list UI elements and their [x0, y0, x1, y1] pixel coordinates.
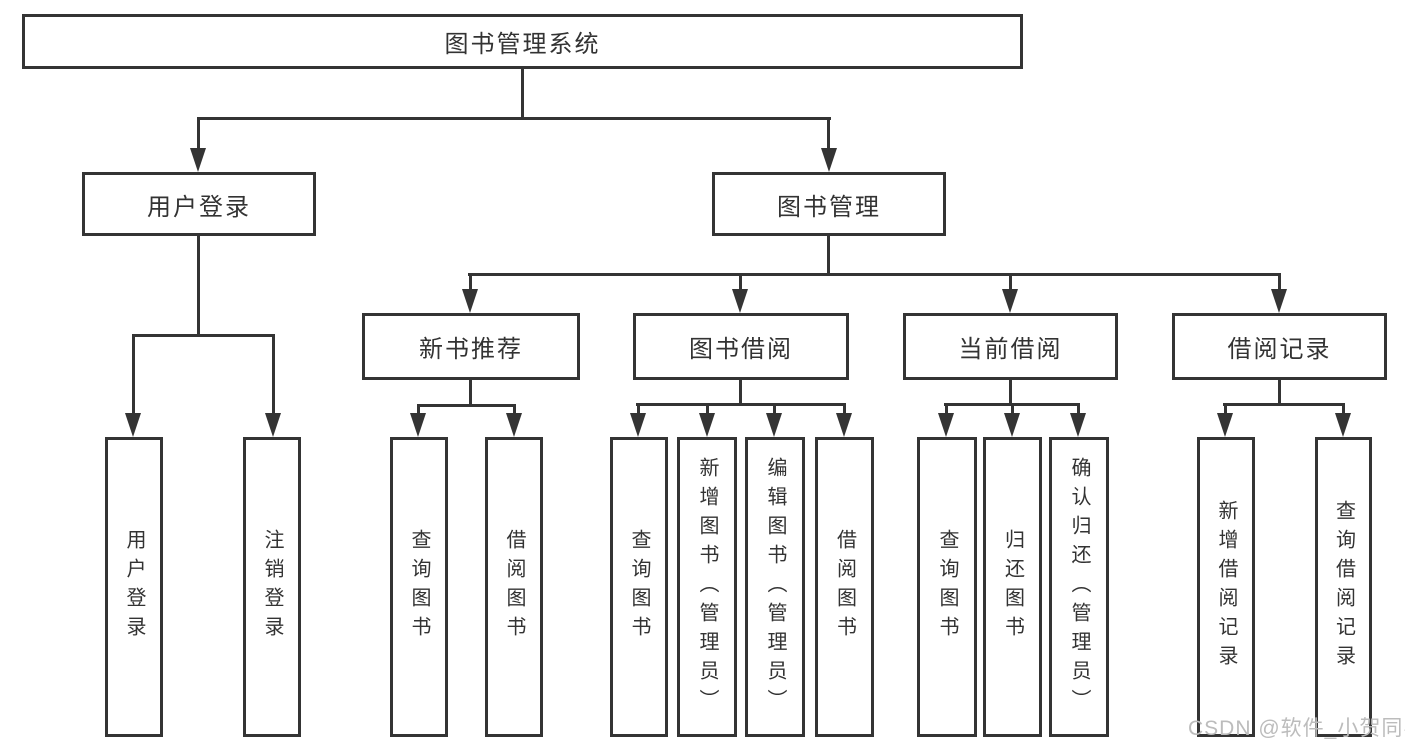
connector [1009, 273, 1012, 291]
leaf-label: 查询图书 [408, 529, 430, 645]
arrowhead-icon [836, 413, 852, 437]
node-current-borrow: 当前借阅 [903, 313, 1118, 380]
node-book-management: 图书管理 [712, 172, 946, 236]
connector [773, 403, 776, 416]
connector [469, 273, 472, 291]
leaf-label: 借阅图书 [503, 529, 525, 645]
leaf-label: 归还图书 [1001, 529, 1024, 645]
leaf-label: 新增图书（管理员） [696, 456, 718, 718]
watermark: CSDN @软件_小贺同学 [1188, 717, 1405, 740]
arrowhead-icon [938, 413, 954, 437]
connector [1224, 403, 1227, 416]
leaf-label: 用户登录 [123, 529, 145, 645]
arrowhead-icon [821, 148, 837, 172]
arrowhead-icon [630, 413, 646, 437]
leaf-recommend-query-books: 查询图书 [390, 437, 448, 737]
connector [272, 334, 275, 416]
leaf-logout: 注销登录 [243, 437, 301, 737]
leaf-borrow-query-books: 查询图书 [610, 437, 668, 737]
leaf-recommend-borrow-books: 借阅图书 [485, 437, 543, 737]
connector [827, 117, 830, 149]
connector [197, 117, 831, 120]
arrowhead-icon [732, 289, 748, 313]
leaf-label: 确认归还（管理员） [1068, 456, 1090, 718]
arrowhead-icon [1004, 413, 1020, 437]
connector [739, 379, 742, 404]
connector [513, 404, 516, 416]
connector [468, 273, 1281, 276]
leaf-label: 借阅图书 [833, 529, 856, 645]
leaf-current-query-books: 查询图书 [917, 437, 977, 737]
connector [945, 403, 948, 416]
connector [1009, 379, 1012, 404]
connector [417, 404, 516, 407]
leaf-label: 查询图书 [628, 529, 650, 645]
leaf-label: 新增借阅记录 [1215, 500, 1237, 674]
arrowhead-icon [265, 413, 281, 437]
leaf-label: 编辑图书（管理员） [764, 456, 786, 718]
arrowhead-icon [462, 289, 478, 313]
leaf-query-borrow-record: 查询借阅记录 [1315, 437, 1372, 737]
arrowhead-icon [190, 148, 206, 172]
connector [197, 117, 200, 149]
node-book-borrow: 图书借阅 [633, 313, 849, 380]
connector [1278, 379, 1281, 404]
connector [1223, 403, 1345, 406]
connector [521, 68, 524, 117]
leaf-add-borrow-record: 新增借阅记录 [1197, 437, 1255, 737]
leaf-confirm-return-admin: 确认归还（管理员） [1049, 437, 1109, 737]
connector [636, 403, 846, 406]
connector [827, 235, 830, 273]
node-new-book-recommend: 新书推荐 [362, 313, 580, 380]
connector [469, 379, 472, 405]
connector [132, 334, 275, 337]
arrowhead-icon [699, 413, 715, 437]
leaf-edit-books-admin: 编辑图书（管理员） [745, 437, 805, 737]
arrowhead-icon [410, 413, 426, 437]
arrowhead-icon [1002, 289, 1018, 313]
leaf-return-books: 归还图书 [983, 437, 1042, 737]
node-user-login: 用户登录 [82, 172, 316, 236]
leaf-user-login: 用户登录 [105, 437, 163, 737]
connector [637, 403, 640, 416]
arrowhead-icon [1335, 413, 1351, 437]
arrowhead-icon [1217, 413, 1233, 437]
leaf-borrow-books: 借阅图书 [815, 437, 874, 737]
leaf-label: 查询图书 [936, 529, 958, 645]
leaf-label: 注销登录 [261, 529, 283, 645]
connector [706, 403, 709, 416]
leaf-add-books-admin: 新增图书（管理员） [677, 437, 737, 737]
connector [739, 273, 742, 291]
connector [1278, 273, 1281, 291]
connector [132, 334, 135, 416]
connector [197, 235, 200, 334]
arrowhead-icon [766, 413, 782, 437]
connector [1342, 403, 1345, 416]
arrowhead-icon [1271, 289, 1287, 313]
arrowhead-icon [125, 413, 141, 437]
connector [1077, 403, 1080, 416]
node-root-library-system: 图书管理系统 [22, 14, 1023, 69]
connector [1011, 403, 1014, 416]
connector [417, 404, 420, 416]
arrowhead-icon [1070, 413, 1086, 437]
leaf-label: 查询借阅记录 [1332, 500, 1355, 674]
node-borrow-records: 借阅记录 [1172, 313, 1387, 380]
connector [843, 403, 846, 416]
arrowhead-icon [506, 413, 522, 437]
